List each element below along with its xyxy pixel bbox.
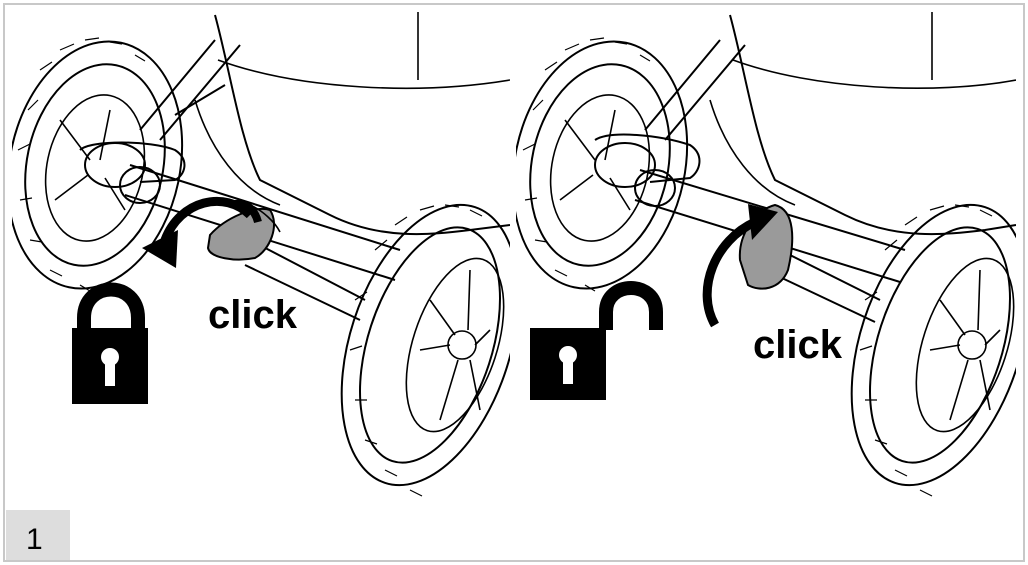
front-wheel-left — [340, 203, 510, 497]
padlock-open-icon — [530, 281, 663, 400]
carrycot-right — [729, 14, 1016, 236]
rotate-arrow-up-right — [702, 217, 758, 328]
front-wheel-right — [850, 203, 1016, 497]
padlock-closed-icon — [72, 282, 148, 404]
click-label-lock: click — [208, 293, 298, 337]
step-number-box — [6, 510, 70, 560]
click-label-unlock: click — [753, 323, 843, 367]
outer-frame — [3, 3, 1025, 562]
rotate-arrow-down-left — [160, 196, 254, 242]
panel-unlock — [516, 12, 1016, 497]
step-number: 1 — [26, 523, 43, 556]
panel-lock — [12, 12, 510, 497]
rear-wheel-left — [12, 37, 184, 292]
